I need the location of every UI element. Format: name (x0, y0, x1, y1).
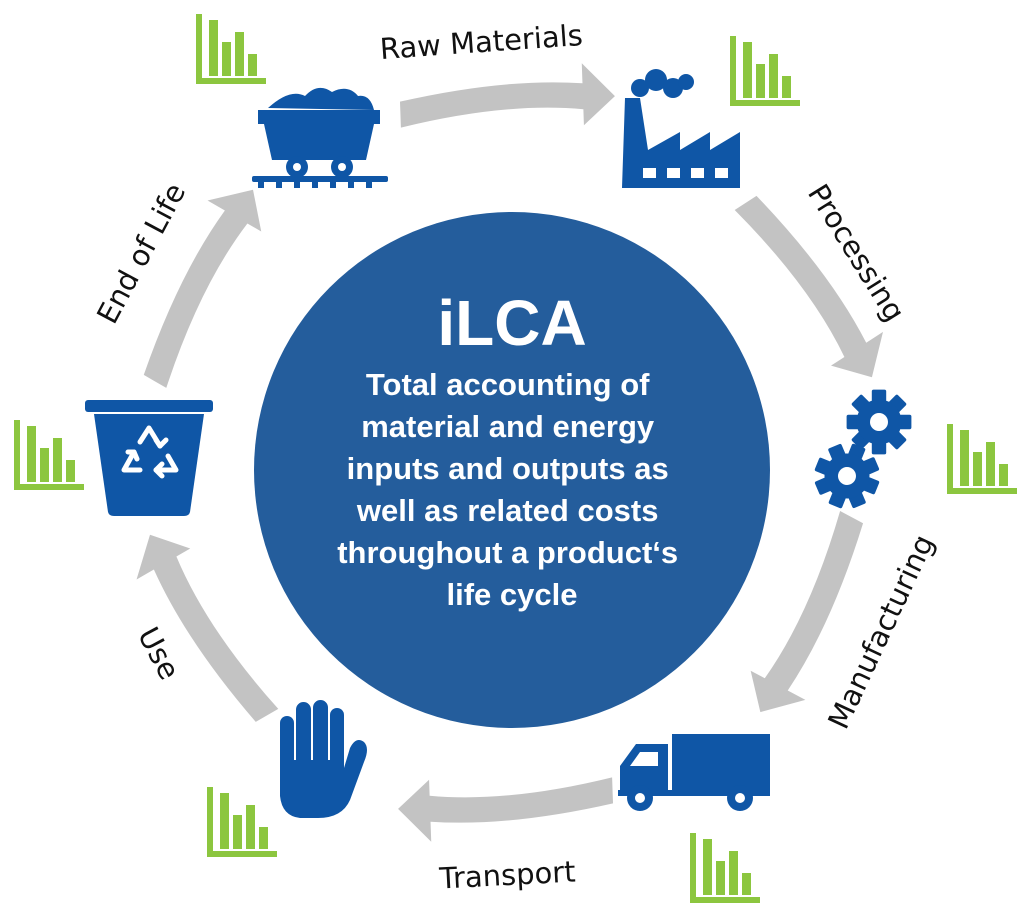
bar-chart-icon (14, 420, 84, 490)
center-circle (254, 212, 770, 728)
center-title: iLCA (437, 287, 586, 359)
mine-cart-icon (252, 87, 388, 188)
stage-label-transport: Transport (438, 854, 577, 895)
factory-icon (622, 69, 740, 188)
arrow-raw-to-processing (398, 62, 616, 132)
bar-chart-icon (690, 833, 760, 903)
arrow-transport-to-use (397, 773, 615, 843)
bar-chart-icon (947, 424, 1017, 494)
truck-icon (618, 734, 770, 811)
description-line: throughout a product‘s (337, 535, 678, 570)
gears-icon (804, 389, 912, 519)
stage-label-raw-materials: Raw Materials (379, 18, 584, 66)
description-line: life cycle (447, 577, 578, 612)
hand-icon (280, 700, 367, 818)
bar-chart-icon (207, 787, 277, 857)
description-line: well as related costs (356, 493, 659, 528)
description-line: material and energy (361, 409, 655, 444)
description-line: inputs and outputs as (347, 451, 669, 486)
center-description: Total accounting of material and energy … (337, 367, 687, 612)
description-line: Total accounting of (366, 367, 650, 402)
bar-chart-icon (196, 14, 266, 84)
bar-chart-icon (730, 36, 800, 106)
stage-label-use: Use (131, 621, 186, 685)
recycle-bin-icon (85, 400, 213, 516)
